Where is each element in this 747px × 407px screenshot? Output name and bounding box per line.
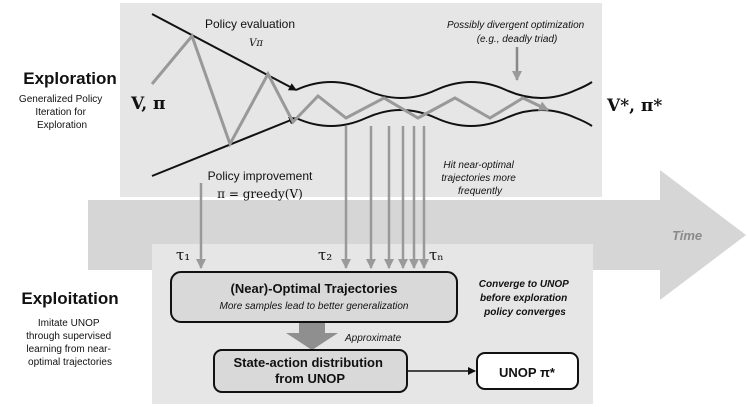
- near-optimal-box: [170, 271, 458, 323]
- hit-note: Hit near-optimal trajectories more frequ…: [441, 160, 518, 197]
- policy-evaluation-label: Policy evaluation: [205, 17, 295, 31]
- converge-note: Converge to UNOP before exploration poli…: [479, 279, 571, 318]
- time-label: Time: [672, 228, 702, 243]
- wave-line-lower: [295, 109, 593, 127]
- greedy-formula: π = greedy(V): [217, 187, 303, 201]
- approximate-arrow-icon: [286, 323, 338, 350]
- v-pi-label: Vπ: [249, 38, 263, 49]
- end-label: V*, π*: [606, 96, 662, 116]
- exploitation-title: Exploitation: [21, 289, 118, 308]
- unop-box: [476, 352, 579, 390]
- tau1-label: τ₁: [176, 246, 190, 264]
- divergent-note: Possibly divergent optimization (e.g., d…: [447, 20, 587, 45]
- tau2-label: τ₂: [318, 246, 332, 264]
- approximate-label: Approximate: [344, 333, 402, 344]
- near-optimal-title: (Near)-Optimal Trajectories: [231, 281, 398, 296]
- taun-label: τₙ: [429, 246, 444, 264]
- state-action-label: State-action distribution from UNOP: [233, 355, 386, 386]
- unop-label: UNOP π*: [499, 365, 556, 380]
- policy-arrow-icon: [150, 33, 549, 148]
- start-label: V, π: [130, 94, 166, 114]
- exploitation-subtitle: Imitate UNOP through supervised learning…: [26, 318, 114, 368]
- funnel-lower-line: [151, 116, 297, 177]
- trajectory-arrows: [196, 126, 429, 269]
- exploration-subtitle: Generalized Policy Iteration for Explora…: [19, 94, 105, 131]
- policy-improvement-label: Policy improvement: [208, 169, 313, 183]
- near-optimal-sub: More samples lead to better generalizati…: [220, 301, 409, 312]
- funnel-upper-line: [151, 13, 297, 91]
- exploration-title: Exploration: [23, 69, 117, 88]
- policy-iteration-arrows: [150, 33, 549, 148]
- wave-line-upper: [295, 81, 593, 99]
